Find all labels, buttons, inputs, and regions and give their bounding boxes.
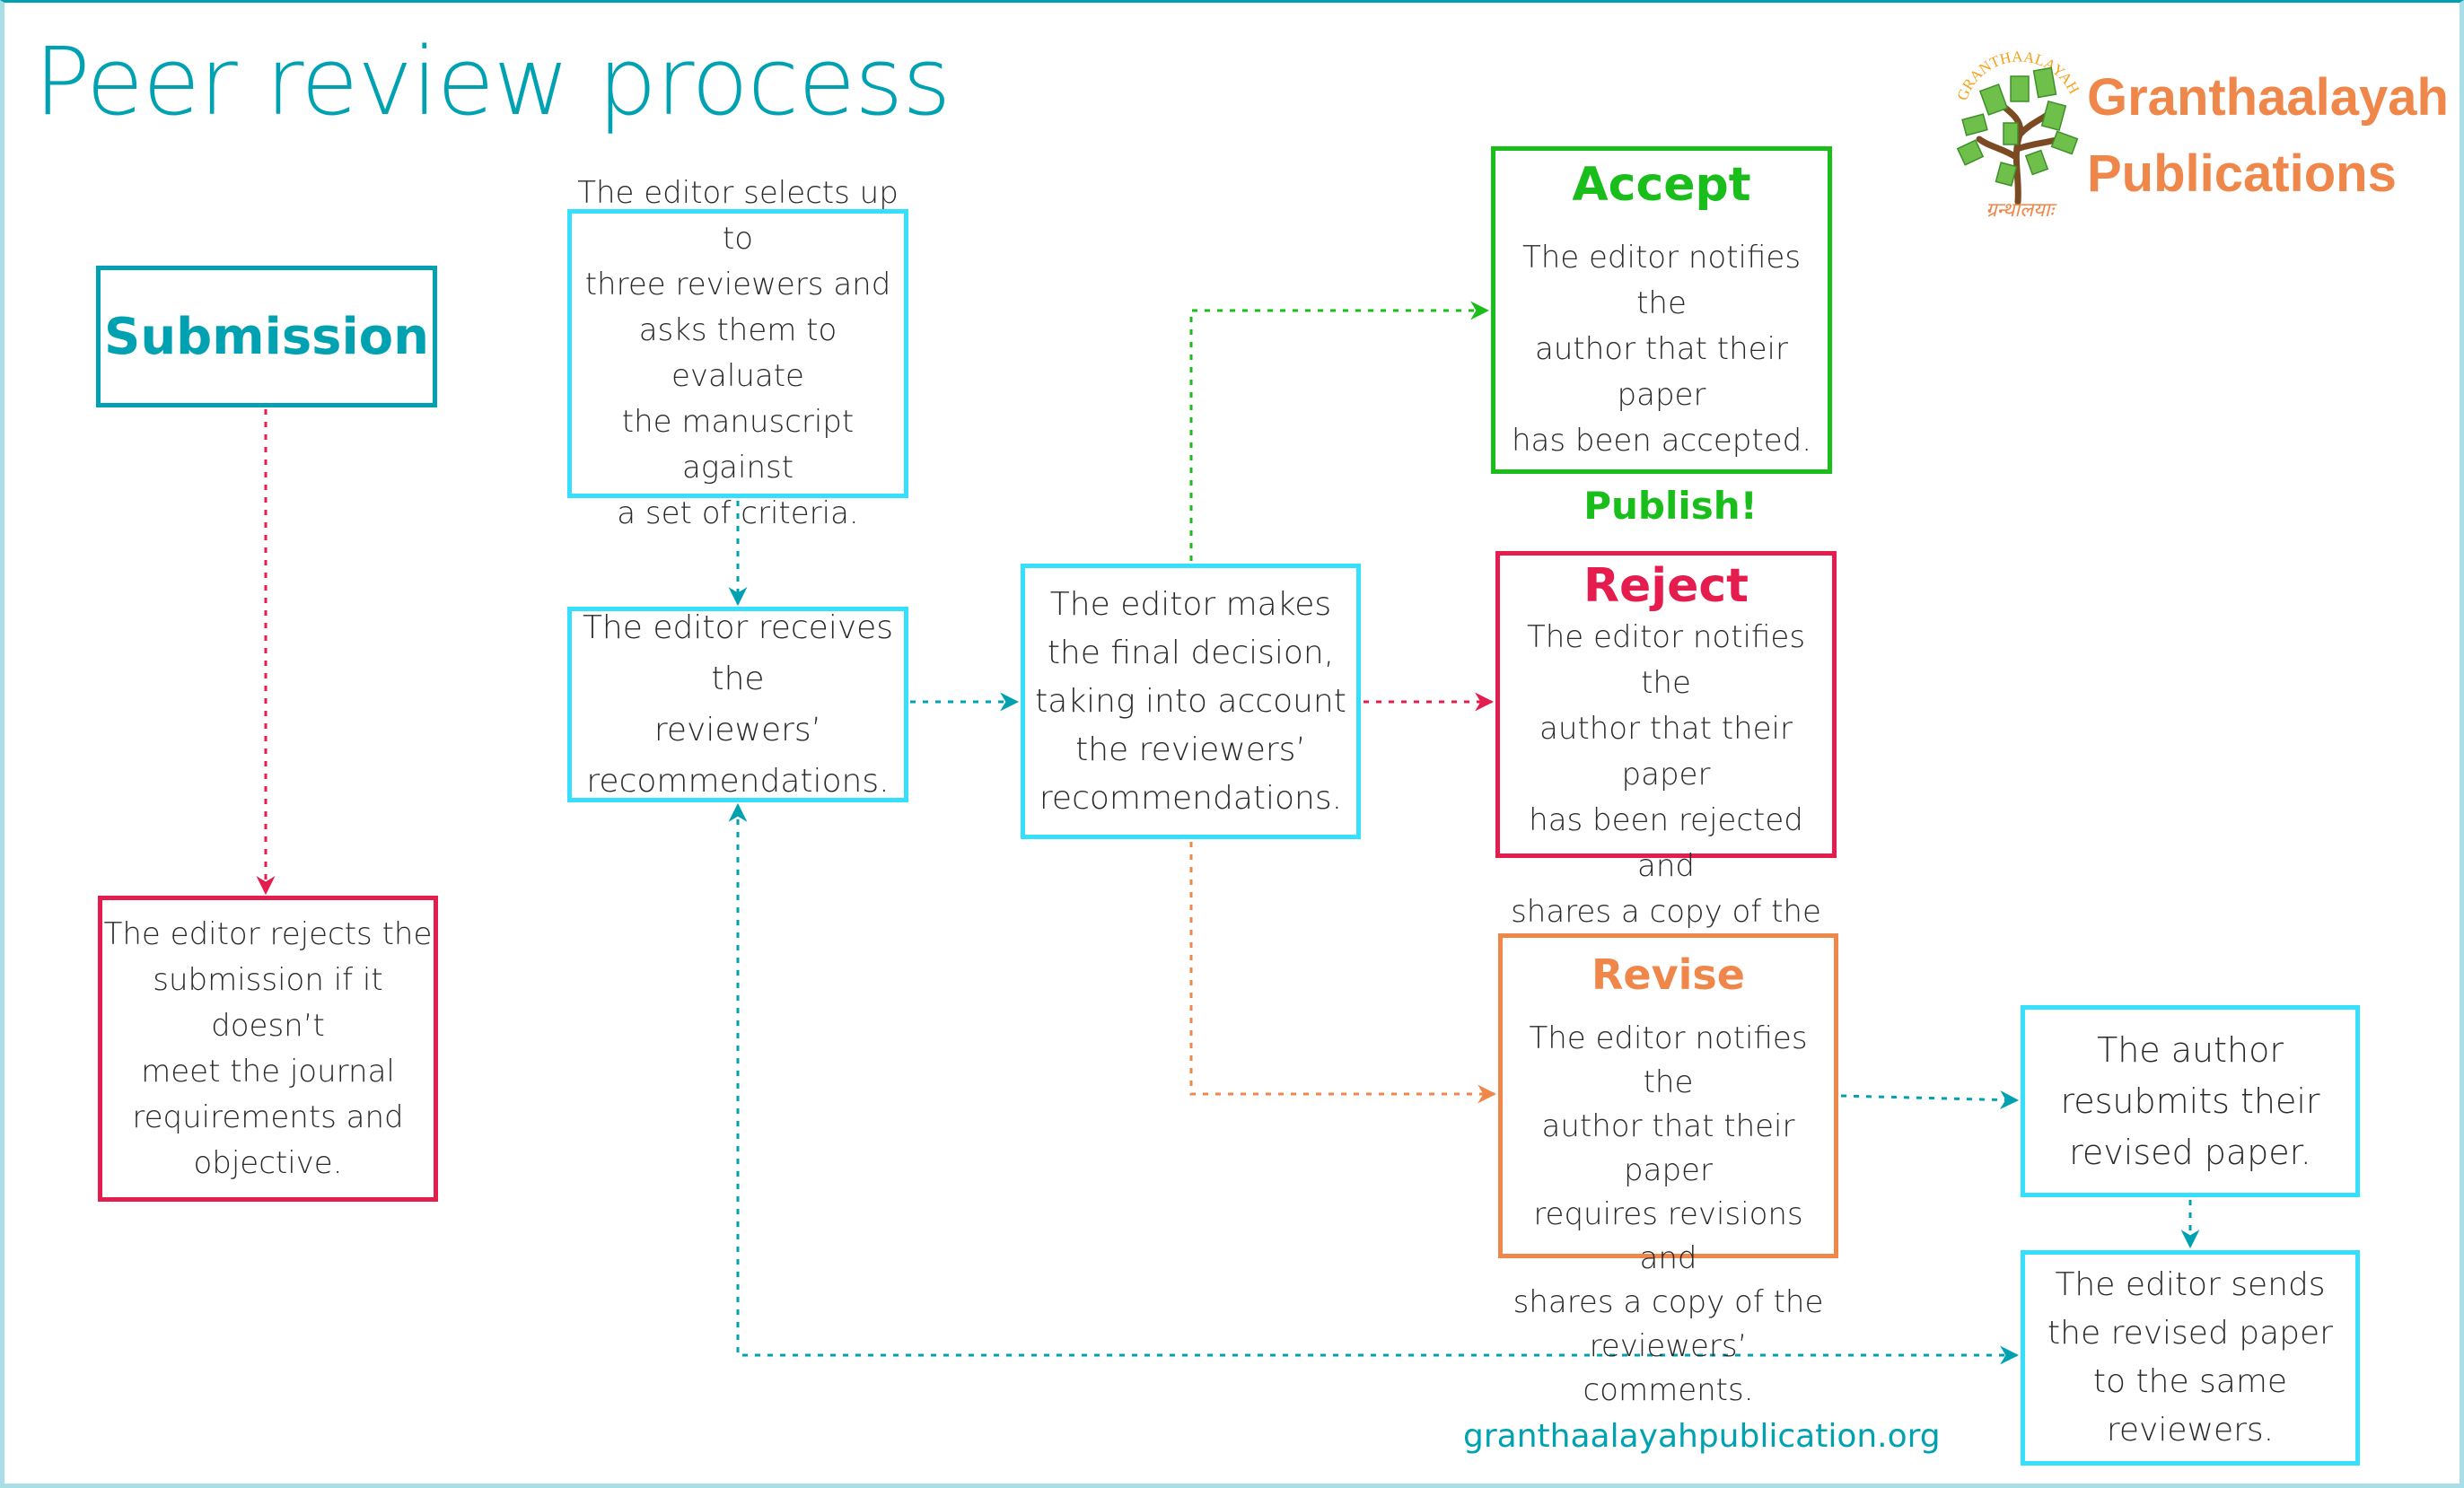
brand-name-line2: Publications: [2087, 144, 2397, 203]
select-reviewers-text: The editor selects up to three reviewers…: [577, 175, 899, 531]
reject-heading: Reject: [1583, 559, 1749, 613]
revise-heading: Revise: [1592, 950, 1745, 999]
node-submission[interactable]: Submission: [96, 266, 437, 407]
node-receives-recommendations[interactable]: The editor receives the reviewers’ recom…: [567, 607, 908, 802]
revise-text: The editor notifies the author that thei…: [1513, 1020, 1824, 1408]
resubmit-text: The author resubmits their revised paper…: [2060, 1029, 2320, 1172]
website-link[interactable]: granthaalayahpublication.org: [1463, 1418, 1941, 1455]
node-select-reviewers[interactable]: The editor selects up to three reviewers…: [567, 175, 908, 531]
decision-text: The editor makes the final decision, tak…: [1035, 585, 1346, 817]
initial-reject-text: The editor rejects the submission if it …: [103, 915, 433, 1181]
node-author-resubmits[interactable]: The author resubmits their revised paper…: [2021, 1005, 2360, 1197]
node-final-decision[interactable]: The editor makes the final decision, tak…: [1021, 564, 1361, 839]
node-editor-sends-revised[interactable]: The editor sends the revised paper to th…: [2021, 1250, 2360, 1466]
node-initial-reject[interactable]: The editor rejects the submission if it …: [98, 896, 438, 1202]
logo-script-text: ग्रन्थालयाः: [1986, 199, 2057, 220]
accept-text: The editor notifies the author that thei…: [1511, 240, 1812, 459]
node-reject[interactable]: Reject The editor notifies the author th…: [1495, 551, 1837, 1021]
sends-text: The editor sends the revised paper to th…: [2047, 1266, 2333, 1449]
submission-heading: Submission: [103, 307, 430, 366]
arrow-decision-to-accept: [1189, 301, 1490, 561]
brand-name-line1: Granthaalayah: [2087, 68, 2449, 127]
accept-heading: Accept: [1572, 158, 1751, 212]
page-title: Peer review process: [34, 27, 951, 136]
arrow-decision-to-revise: [1189, 842, 1497, 1104]
publish-label: Publish!: [1583, 484, 1758, 528]
brand-logo-block: GRANTHAALAYAH ग्रन्थालयाः Granthaalayah …: [1948, 49, 2451, 220]
node-accept[interactable]: Accept The editor notifies the author th…: [1491, 146, 1832, 528]
node-revise[interactable]: Revise The editor notifies the author th…: [1498, 933, 1838, 1408]
arrow-revise-to-resubmit: [1840, 1090, 2020, 1110]
tree-of-books-logo-icon: GRANTHAALAYAH ग्रन्थालयाः: [1953, 49, 2083, 220]
receives-text: The editor receives the reviewers’ recom…: [582, 609, 894, 800]
